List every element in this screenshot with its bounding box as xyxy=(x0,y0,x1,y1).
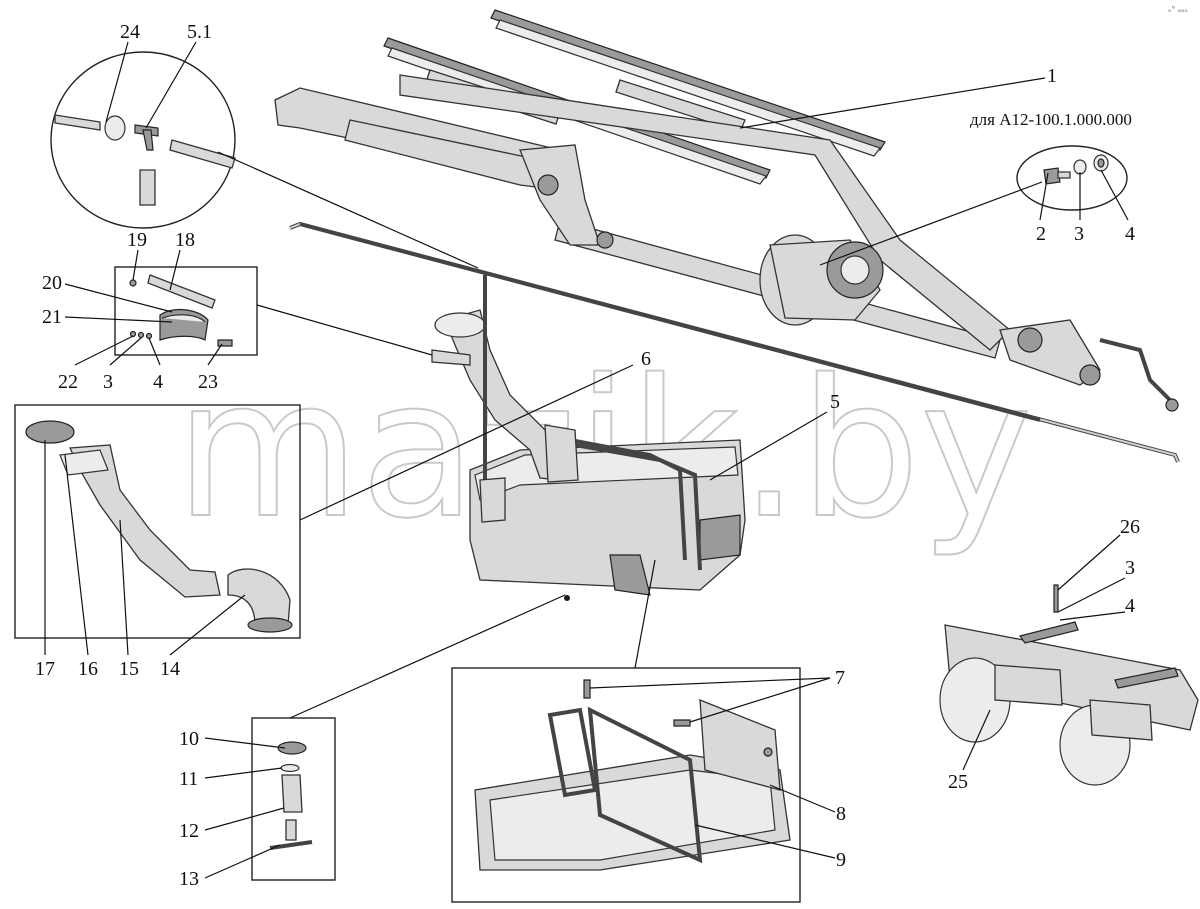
detail-filler-neck xyxy=(14,404,301,639)
detail-tee-connector xyxy=(50,51,236,229)
callout-10: 10 xyxy=(179,728,199,750)
callout-18: 18 xyxy=(175,229,195,251)
callout-22: 22 xyxy=(58,371,78,393)
callout-4: 4 xyxy=(1125,223,1135,245)
callout-9: 9 xyxy=(836,849,846,871)
callout-25: 25 xyxy=(948,771,968,793)
callout-5: 5 xyxy=(830,391,840,413)
washer-tank xyxy=(434,275,746,601)
callout-23: 23 xyxy=(198,371,218,393)
callout-4-horn: 4 xyxy=(1125,595,1135,617)
horns-assembly xyxy=(939,584,1199,786)
detail-pump xyxy=(251,717,336,881)
callout-13: 13 xyxy=(179,868,199,890)
callout-24: 24 xyxy=(120,21,140,43)
callout-17: 17 xyxy=(35,658,55,680)
callout-3: 3 xyxy=(1074,223,1084,245)
callout-14: 14 xyxy=(160,658,180,680)
wiper-assembly xyxy=(274,9,1180,463)
callout-11: 11 xyxy=(179,768,198,790)
callout-19: 19 xyxy=(127,229,147,251)
callout-6: 6 xyxy=(641,348,651,370)
callouts: 1 для А12-100.1.000.000 2 3 4 5 6 24 5.1… xyxy=(35,21,1140,890)
detail-fasteners xyxy=(1016,145,1128,211)
callout-2: 2 xyxy=(1036,223,1046,245)
leader-lines xyxy=(44,41,1129,879)
callout-4-bracket: 4 xyxy=(153,371,163,393)
callout-8: 8 xyxy=(836,803,846,825)
corner-mark: ₒ° ₒₒₒ xyxy=(1168,5,1188,14)
callout-3-bracket: 3 xyxy=(103,371,113,393)
callout-5-1: 5.1 xyxy=(187,21,212,43)
detail-tank-bracket xyxy=(451,667,801,903)
callout-16: 16 xyxy=(78,658,98,680)
callout-12: 12 xyxy=(179,820,199,842)
callout-26: 26 xyxy=(1120,516,1140,538)
callout-20: 20 xyxy=(42,272,62,294)
detail-bracket xyxy=(114,266,471,366)
callout-3-horn: 3 xyxy=(1125,557,1135,579)
variant-note: для А12-100.1.000.000 xyxy=(970,110,1132,129)
callout-15: 15 xyxy=(119,658,139,680)
callout-21: 21 xyxy=(42,306,62,328)
callout-1: 1 xyxy=(1047,65,1057,87)
callout-7: 7 xyxy=(835,667,845,689)
